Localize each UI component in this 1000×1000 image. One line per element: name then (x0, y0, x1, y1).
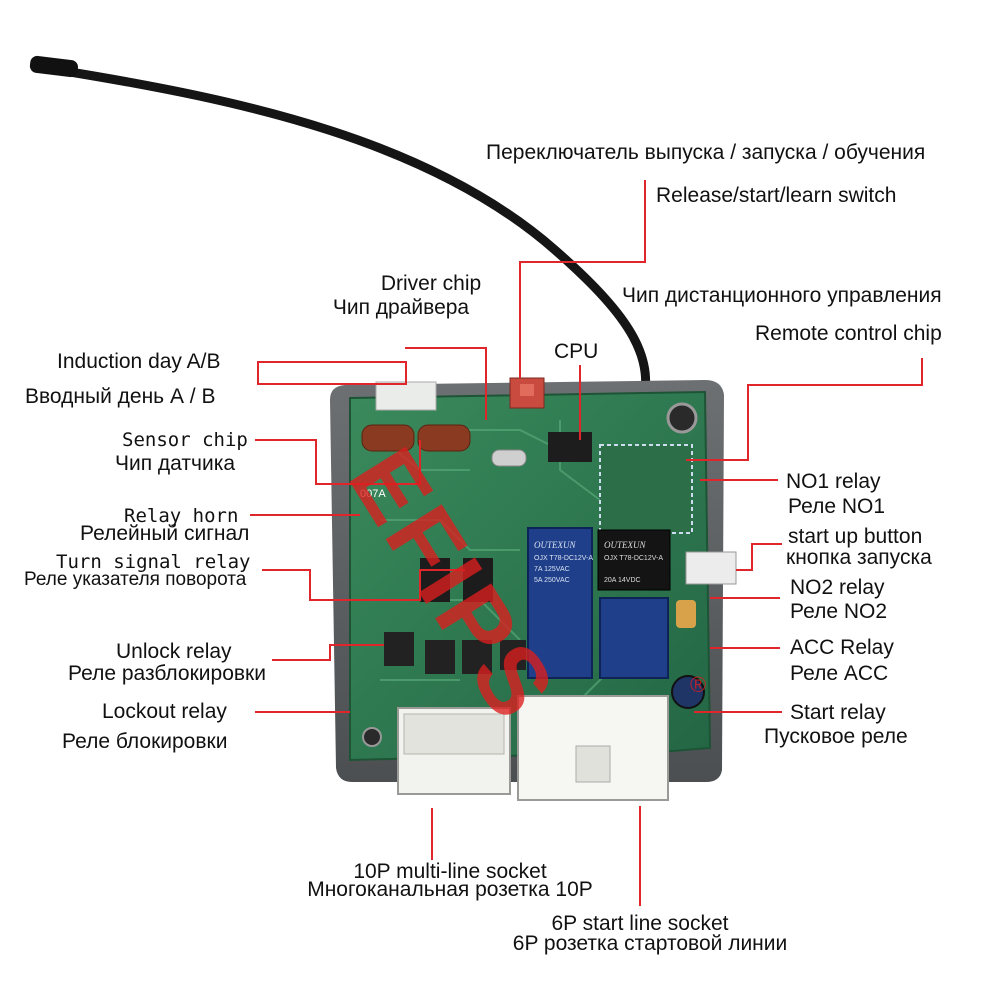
sensor-chip-a (361, 424, 415, 452)
label-remote-en: Remote control chip (755, 322, 942, 345)
leader-lines (250, 180, 923, 906)
label-remote-ru: Чип дистанционного управления (622, 284, 942, 307)
relay-rating-2: 5A 250VAC (534, 577, 570, 584)
mount-hole (666, 402, 698, 434)
socket-10p (397, 707, 511, 795)
label-induction-en: Induction day A/B (57, 350, 221, 373)
unlock-mosfet (384, 632, 414, 666)
label-turn-en: Turn signal relay (56, 551, 251, 573)
leader-switch (519, 180, 646, 378)
label-startbtn-en: start up button (788, 525, 923, 548)
relay-brand: OUTEXUN (534, 540, 576, 550)
antenna-wire (65, 67, 651, 413)
label-cpu: CPU (554, 340, 599, 363)
driver-ic-b (463, 558, 493, 602)
label-horn-ru: Релейный сигнал (80, 522, 250, 545)
label-socket6-ru: 6P розетка стартовой линии (512, 932, 788, 955)
socket-6p (517, 695, 669, 801)
label-unlock-en: Unlock relay (116, 640, 232, 663)
mount-hole (362, 727, 382, 747)
label-no1-en: NO1 relay (786, 470, 881, 493)
relay-brand-2: OUTEXUN (604, 540, 646, 550)
label-no1-ru: Реле NO1 (788, 495, 886, 518)
label-socket10-en: 10P multi-line socket (353, 860, 547, 883)
leader-sensor (255, 439, 421, 485)
relay-model: OJX T78-DC12V-A (534, 555, 593, 562)
label-driver-en: Driver chip (380, 272, 482, 295)
label-startrelay-en: Start relay (790, 701, 886, 724)
label-acc-en: ACC Relay (790, 636, 894, 659)
label-horn-en: Relay horn (124, 505, 239, 527)
watermark-registered: ® (690, 672, 707, 697)
leader-induction (257, 361, 407, 385)
relay-rating-1: 7A 125VAC (534, 566, 570, 573)
label-induction-ru: Вводный день А / В (25, 385, 216, 408)
lock-mosfet-b (462, 640, 492, 674)
capacitor (671, 675, 705, 709)
leader-startbtn (736, 543, 782, 571)
board-model: 007A (360, 488, 386, 500)
lock-mosfet-c (500, 640, 526, 670)
label-no2-ru: Реле NO2 (790, 600, 888, 623)
relay-rating-3: 20A 14VDC (604, 577, 641, 584)
label-sensor-en: Sensor chip (122, 429, 248, 451)
remote-chip (599, 444, 693, 534)
label-socket6-en: 6P start line socket (551, 912, 729, 935)
sensor-chip-b (417, 424, 471, 452)
induction-connector (375, 381, 437, 411)
leader-remote (686, 358, 923, 461)
driver-ic-a (420, 558, 450, 602)
leader-unlock (272, 644, 384, 661)
label-sensor-ru: Чип датчика (115, 452, 236, 475)
lock-mosfet-a (425, 640, 455, 674)
label-no2-en: NO2 relay (790, 576, 885, 599)
label-switch-en: Release/start/learn switch (656, 184, 897, 207)
label-unlock-ru: Реле разблокировки (68, 662, 266, 685)
ceramic-cap (676, 600, 696, 628)
label-startbtn-ru: кнопка запуска (786, 546, 932, 569)
label-acc-ru: Реле ACC (790, 662, 889, 685)
relay-model-2: OJX T78-DC12V-A (604, 555, 663, 562)
leader-driver (405, 347, 487, 420)
relay-left (527, 527, 593, 679)
label-turn-ru: Реле указателя поворота (24, 569, 247, 590)
learn-switch-knob (520, 384, 534, 396)
leader-turn (262, 569, 465, 601)
label-lockout-ru: Реле блокировки (62, 730, 228, 753)
relay-right (597, 529, 671, 679)
label-startrelay-ru: Пусковое реле (764, 725, 908, 748)
label-socket10-ru: Многоканальная розетка 10P (307, 878, 593, 901)
label-driver-ru: Чип драйвера (332, 296, 470, 319)
crystal (491, 449, 527, 467)
label-lockout-en: Lockout relay (102, 700, 227, 723)
antenna-tip (29, 55, 78, 78)
cpu-chip (548, 432, 592, 462)
start-button-connector (685, 551, 737, 585)
label-switch-ru: Переключатель выпуска / запуска / обучен… (486, 141, 926, 164)
